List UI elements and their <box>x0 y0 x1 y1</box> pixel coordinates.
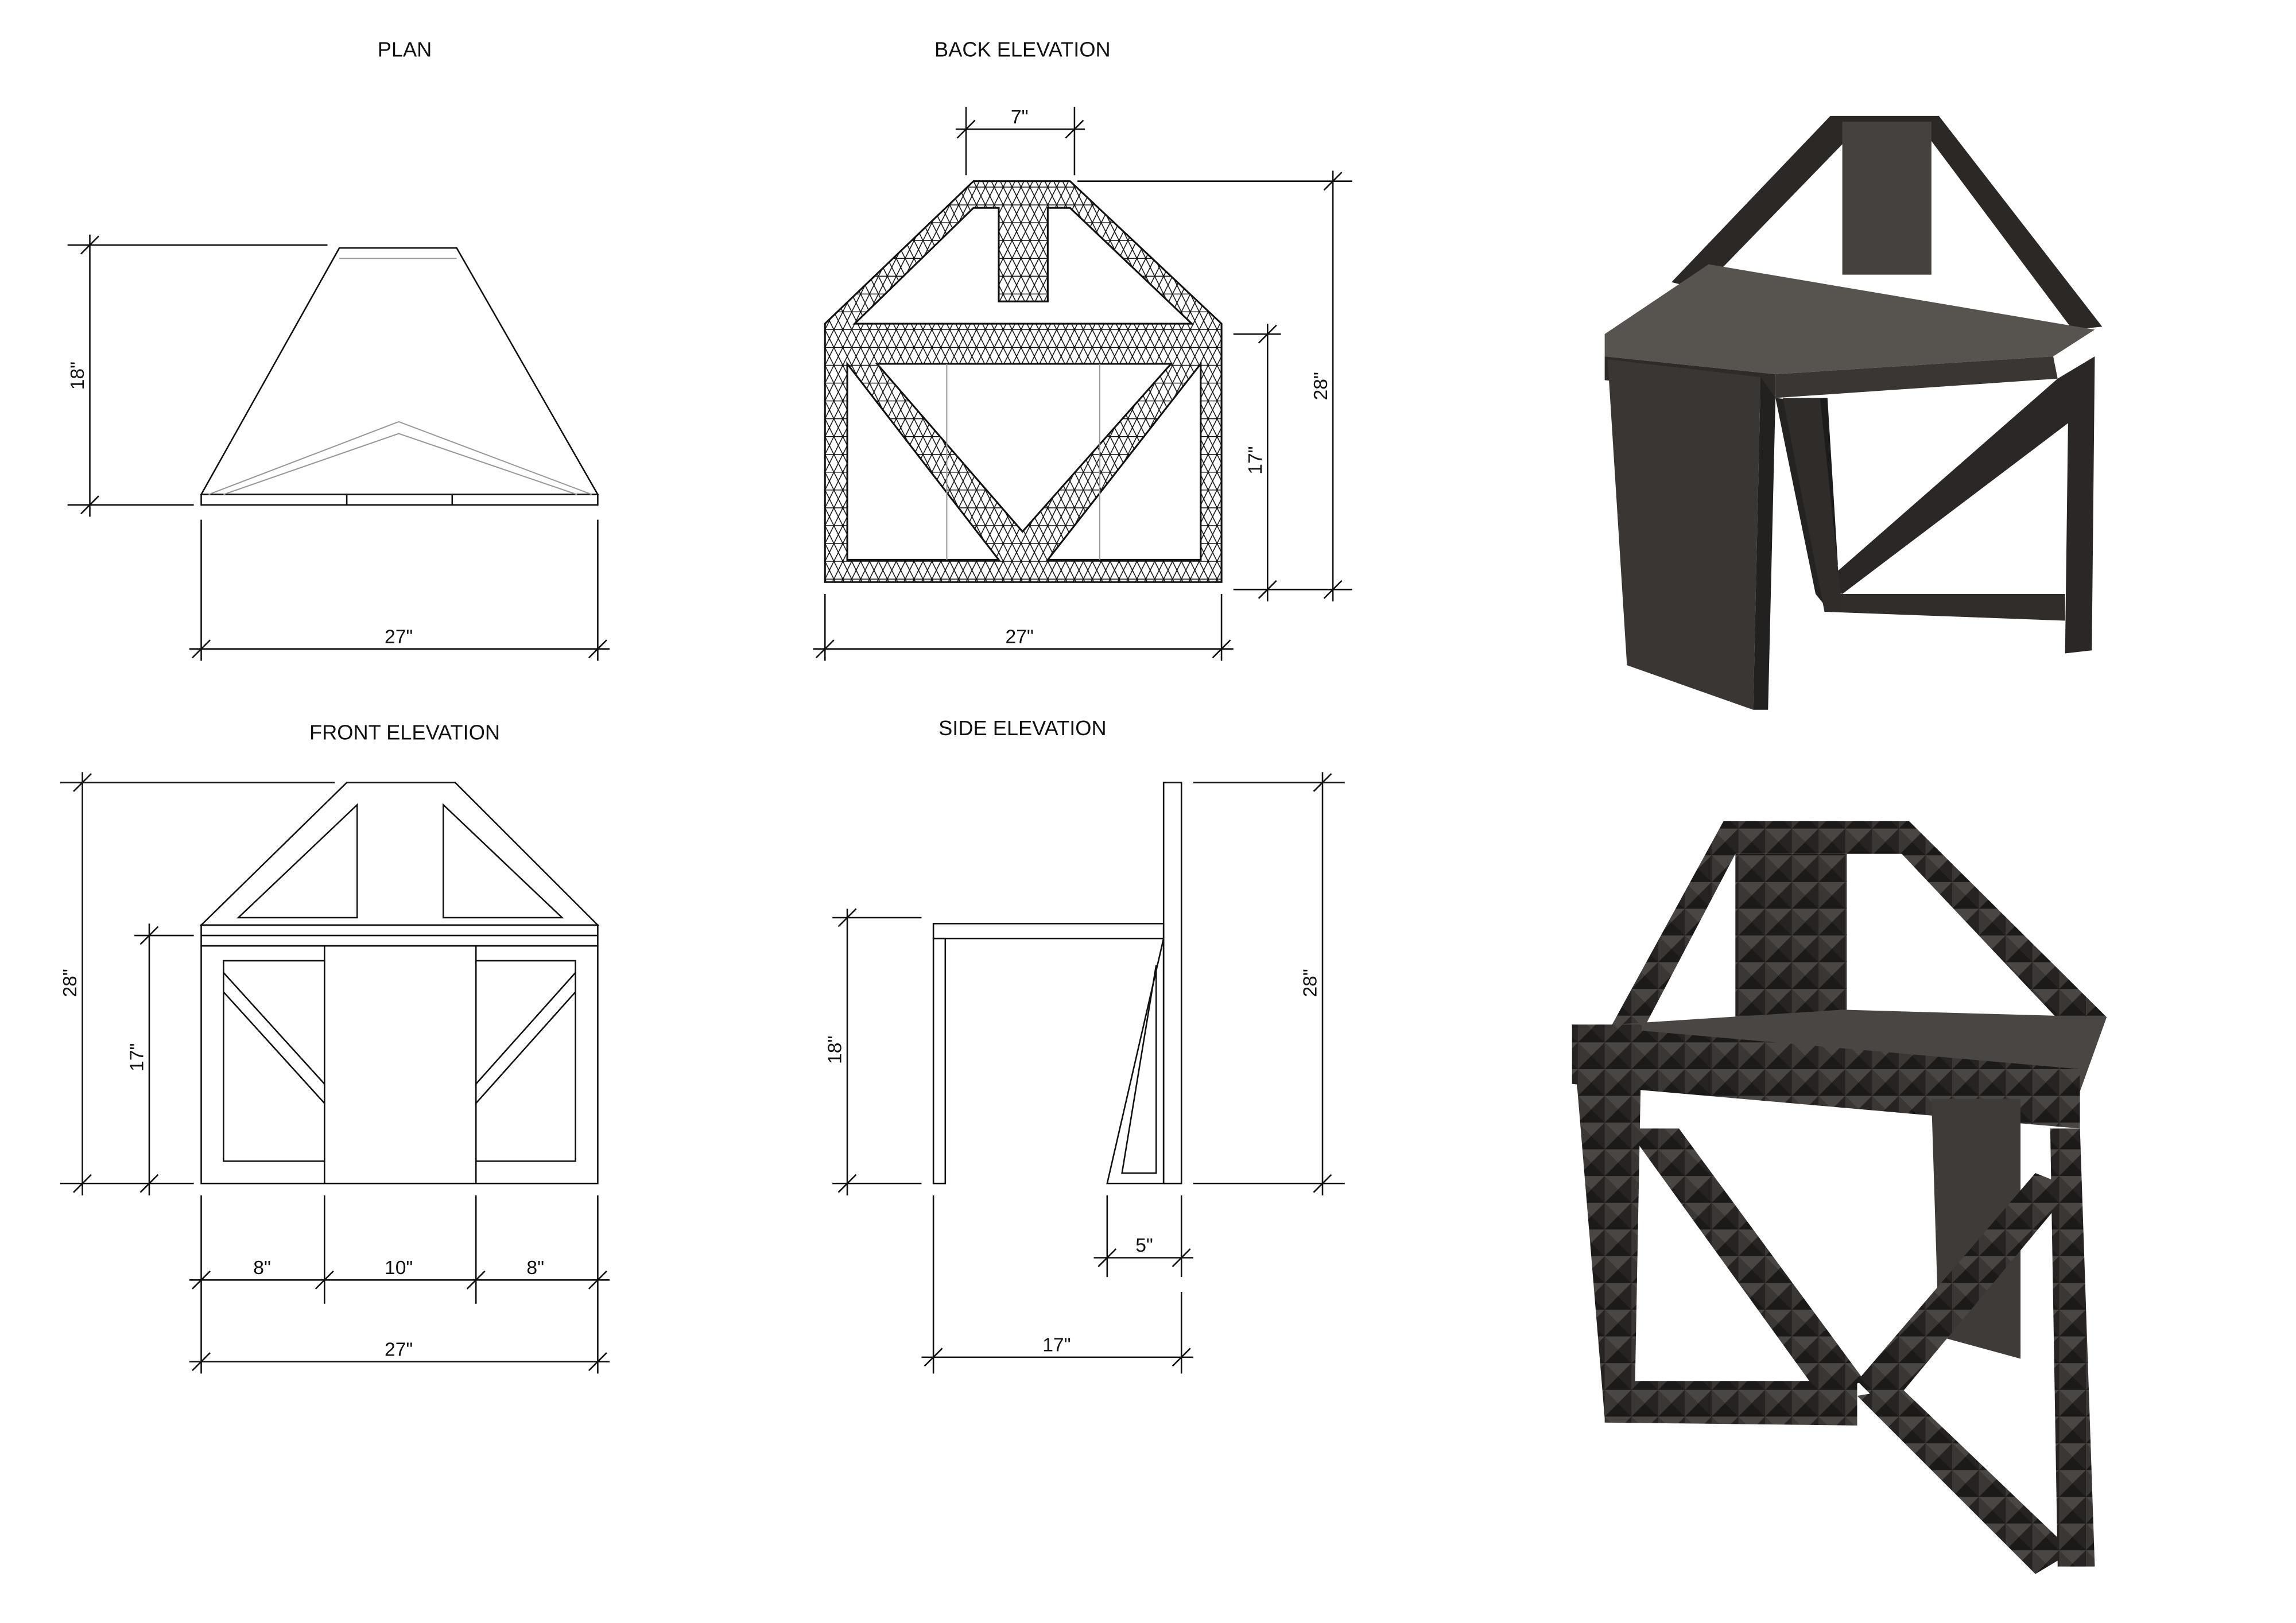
side-dim-seat-height: 18" <box>825 908 922 1195</box>
svg-text:28": 28" <box>1300 969 1321 997</box>
svg-text:27": 27" <box>385 626 413 647</box>
plan-title: PLAN <box>378 37 432 61</box>
svg-text:28": 28" <box>60 969 81 997</box>
svg-text:17": 17" <box>1042 1335 1071 1356</box>
front-left-panel <box>223 960 325 1162</box>
front-elevation-title: FRONT ELEVATION <box>309 721 500 744</box>
svg-text:17": 17" <box>1245 446 1266 474</box>
svg-text:18": 18" <box>67 362 88 390</box>
front-dim-seat-height: 17" <box>127 923 194 1195</box>
back-carved-frame <box>824 180 1223 583</box>
plan-seat-edge <box>200 494 599 506</box>
svg-text:8": 8" <box>253 1257 271 1279</box>
front-dim-segments: 8" 10" 8" <box>189 1195 610 1374</box>
svg-text:17": 17" <box>127 1043 148 1071</box>
side-dim-brace: 5" <box>1093 1195 1193 1278</box>
side-brace <box>1106 938 1165 1185</box>
front-right-triangle <box>442 803 564 919</box>
side-dim-height: 28" <box>1193 772 1345 1195</box>
back-elevation-view: BACK ELEVATION 7" 28" 17" 27" <box>813 37 1352 661</box>
back-dim-post: 7" <box>955 107 1085 176</box>
plan-view: PLAN 18" 27" <box>67 37 610 661</box>
side-elevation-title: SIDE ELEVATION <box>938 716 1107 740</box>
front-back-frame <box>199 782 600 926</box>
back-dim-height: 28" <box>1077 170 1352 601</box>
svg-text:7": 7" <box>1011 107 1029 128</box>
front-dim-height: 28" <box>60 772 335 1195</box>
side-backrest <box>1162 782 1182 1185</box>
back-elevation-title: BACK ELEVATION <box>934 37 1111 61</box>
chair-render-plain <box>1604 115 2103 710</box>
side-elevation-view: SIDE ELEVATION 18" 28" 5" 17" <box>825 716 1345 1374</box>
side-dim-depth: 17" <box>921 1195 1193 1374</box>
svg-text:18": 18" <box>825 1036 846 1064</box>
front-dim-width: 27" <box>189 1339 610 1372</box>
svg-text:10": 10" <box>385 1257 413 1279</box>
plan-outline <box>200 247 599 495</box>
back-dim-seat-height: 17" <box>1233 324 1281 601</box>
plan-hidden-frame <box>208 421 592 495</box>
svg-text:8": 8" <box>526 1257 544 1279</box>
svg-text:27": 27" <box>385 1339 413 1360</box>
svg-text:5": 5" <box>1135 1235 1153 1256</box>
side-seat <box>932 923 1165 939</box>
svg-text:28": 28" <box>1310 372 1332 400</box>
svg-text:27": 27" <box>1006 626 1034 647</box>
front-elevation-view: FRONT ELEVATION 28" 17" 8 <box>60 721 610 1374</box>
front-base <box>200 945 599 1185</box>
front-right-panel <box>475 960 576 1162</box>
chair-render-carved <box>1572 821 2107 1574</box>
plan-dim-depth: 18" <box>67 234 328 517</box>
front-left-triangle <box>236 803 358 919</box>
side-front-leg <box>932 937 947 1185</box>
back-dim-width: 27" <box>813 593 1234 661</box>
plan-dim-width: 27" <box>189 519 610 661</box>
